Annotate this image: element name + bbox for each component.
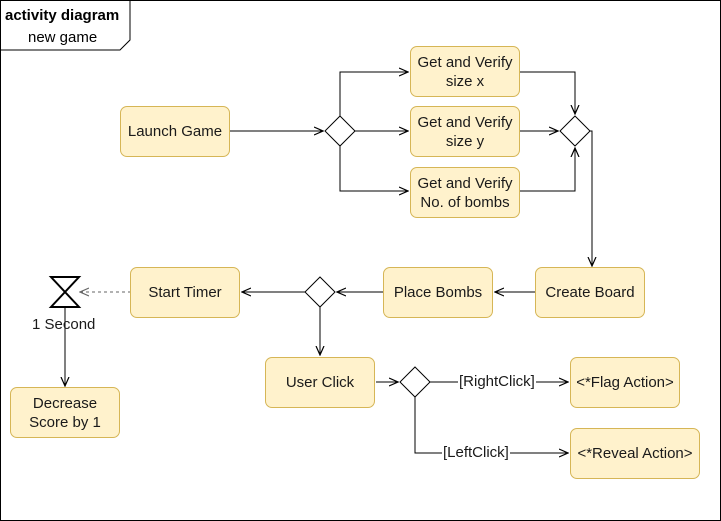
hourglass-icon bbox=[48, 276, 82, 308]
edge-decision-to-size-x bbox=[339, 72, 408, 116]
diagram-title: activity diagram bbox=[5, 7, 120, 24]
node-verify-size-y[interactable]: Get and Verify size y bbox=[410, 106, 520, 157]
frame-tab: activity diagram new game bbox=[0, 0, 130, 50]
edge-label-right-click: [RightClick] bbox=[458, 373, 536, 391]
edge-bombs-count-to-merge bbox=[520, 148, 575, 192]
timer-label: 1 Second bbox=[32, 316, 96, 333]
node-start-timer[interactable]: Start Timer bbox=[130, 267, 240, 318]
node-create-board[interactable]: Create Board bbox=[535, 267, 645, 318]
node-decrease-score[interactable]: Decrease Score by 1 bbox=[10, 387, 120, 438]
node-user-click[interactable]: User Click bbox=[265, 357, 375, 408]
node-reveal-action[interactable]: <*Reveal Action> bbox=[570, 428, 700, 479]
frame-tab-outline bbox=[1, 1, 131, 51]
node-verify-bombs-count[interactable]: Get and Verify No. of bombs bbox=[410, 167, 520, 218]
merge-diamond-sizes bbox=[559, 115, 591, 147]
edge-label-left-click: [LeftClick] bbox=[442, 444, 510, 462]
node-place-bombs[interactable]: Place Bombs bbox=[383, 267, 493, 318]
edge-size-x-to-merge bbox=[520, 71, 575, 114]
edge-decision-to-bombs-count bbox=[339, 146, 408, 191]
node-flag-action[interactable]: <*Flag Action> bbox=[570, 357, 680, 408]
edge-merge-to-create-board bbox=[590, 130, 592, 266]
diagram-subtitle: new game bbox=[28, 29, 98, 46]
node-verify-size-x[interactable]: Get and Verify size x bbox=[410, 46, 520, 97]
node-launch-game[interactable]: Launch Game bbox=[120, 106, 230, 157]
edge-decision-to-reveal bbox=[414, 397, 568, 453]
